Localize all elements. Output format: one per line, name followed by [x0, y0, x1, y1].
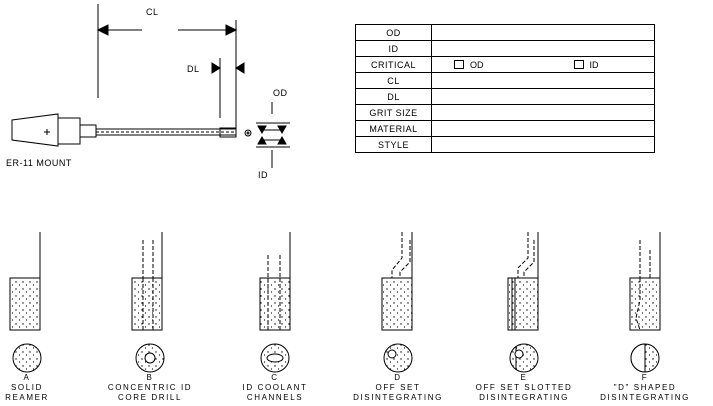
style-e-name-line1: OFF SET SLOTTED — [475, 383, 573, 392]
style-a-name-line1: SOLID — [10, 383, 44, 392]
style-d-name-line2: DISINTEGRATING — [353, 393, 443, 402]
style-e-caption: E OFF SET SLOTTED DISINTEGRATING — [476, 373, 573, 403]
cl-row-label: CL — [355, 72, 432, 89]
grit-size-row-label: GRIT SIZE — [355, 104, 432, 121]
style-b-name-line1: CONCENTRIC ID — [107, 383, 193, 392]
style-b-caption: B CONCENTRIC ID CORE DRILL — [108, 373, 192, 403]
cl-dimension — [96, 4, 238, 130]
style-a-letter: A — [23, 373, 31, 382]
spec-table: OD ID CRITICAL OD ID CL DL GRIT SIZE MAT… — [355, 24, 655, 153]
critical-id-label: ID — [589, 59, 599, 70]
critical-od-checkbox[interactable] — [454, 60, 464, 69]
style-b-letter: B — [146, 373, 154, 382]
style-value-cell[interactable] — [431, 136, 655, 153]
style-row-label: STYLE — [355, 136, 432, 153]
table-row: OD — [355, 24, 655, 41]
er11-mount — [11, 113, 237, 147]
table-row: MATERIAL — [355, 120, 655, 137]
od-id-arrows — [256, 102, 290, 168]
style-c-tool — [259, 232, 291, 373]
table-row: DL — [355, 88, 655, 105]
style-d-caption: D OFF SET DISINTEGRATING — [353, 373, 443, 403]
style-b-tool — [131, 232, 165, 373]
cl-label: CL — [146, 7, 159, 17]
material-row-label: MATERIAL — [355, 120, 432, 137]
style-d-name-line1: OFF SET — [375, 383, 421, 392]
style-f-name-line1: "D" SHAPED — [613, 383, 677, 392]
style-f-letter: F — [641, 373, 649, 382]
id-row-label: ID — [355, 40, 432, 57]
dl-dimension — [211, 58, 245, 118]
style-d-tool — [381, 232, 413, 373]
dl-label: DL — [187, 64, 200, 74]
dl-row-label: DL — [355, 88, 432, 105]
style-a-tool — [9, 232, 42, 373]
tip-end-view — [244, 129, 252, 137]
critical-od-label: OD — [470, 59, 484, 70]
table-row: GRIT SIZE — [355, 104, 655, 121]
cl-value-cell[interactable] — [431, 72, 655, 89]
od-row-label: OD — [355, 24, 432, 41]
table-row: ID — [355, 40, 655, 57]
critical-id-checkbox[interactable] — [573, 60, 584, 69]
id-value-cell[interactable] — [431, 40, 655, 57]
style-e-letter: E — [520, 373, 528, 382]
style-b-name-line2: CORE DRILL — [117, 393, 183, 402]
table-row: STYLE — [355, 136, 655, 153]
table-row: CL — [355, 72, 655, 89]
id-label: ID — [258, 170, 268, 180]
style-f-caption: F "D" SHAPED DISINTEGRATING — [600, 373, 690, 403]
critical-value-cell: OD ID — [431, 56, 655, 73]
od-label: OD — [273, 88, 288, 98]
material-value-cell[interactable] — [431, 120, 655, 137]
dl-value-cell[interactable] — [431, 88, 655, 105]
style-a-caption: A SOLID REAMER — [5, 373, 49, 403]
table-row: CRITICAL OD ID — [355, 56, 655, 73]
mount-label: ER-11 MOUNT — [6, 158, 72, 168]
grit-size-value-cell[interactable] — [431, 104, 655, 121]
style-f-tool — [629, 232, 661, 373]
style-d-letter: D — [394, 373, 402, 382]
style-c-name-line1: ID COOLANT — [242, 383, 308, 392]
style-c-caption: C ID COOLANT CHANNELS — [243, 373, 308, 403]
od-value-cell[interactable] — [431, 24, 655, 41]
style-c-name-line2: CHANNELS — [246, 393, 304, 402]
style-e-name-line2: DISINTEGRATING — [479, 393, 569, 402]
style-c-letter: C — [271, 373, 279, 382]
critical-row-label: CRITICAL — [355, 56, 432, 73]
style-e-tool — [507, 232, 539, 373]
style-f-name-line2: DISINTEGRATING — [600, 393, 690, 402]
style-a-name-line2: REAMER — [5, 393, 49, 402]
